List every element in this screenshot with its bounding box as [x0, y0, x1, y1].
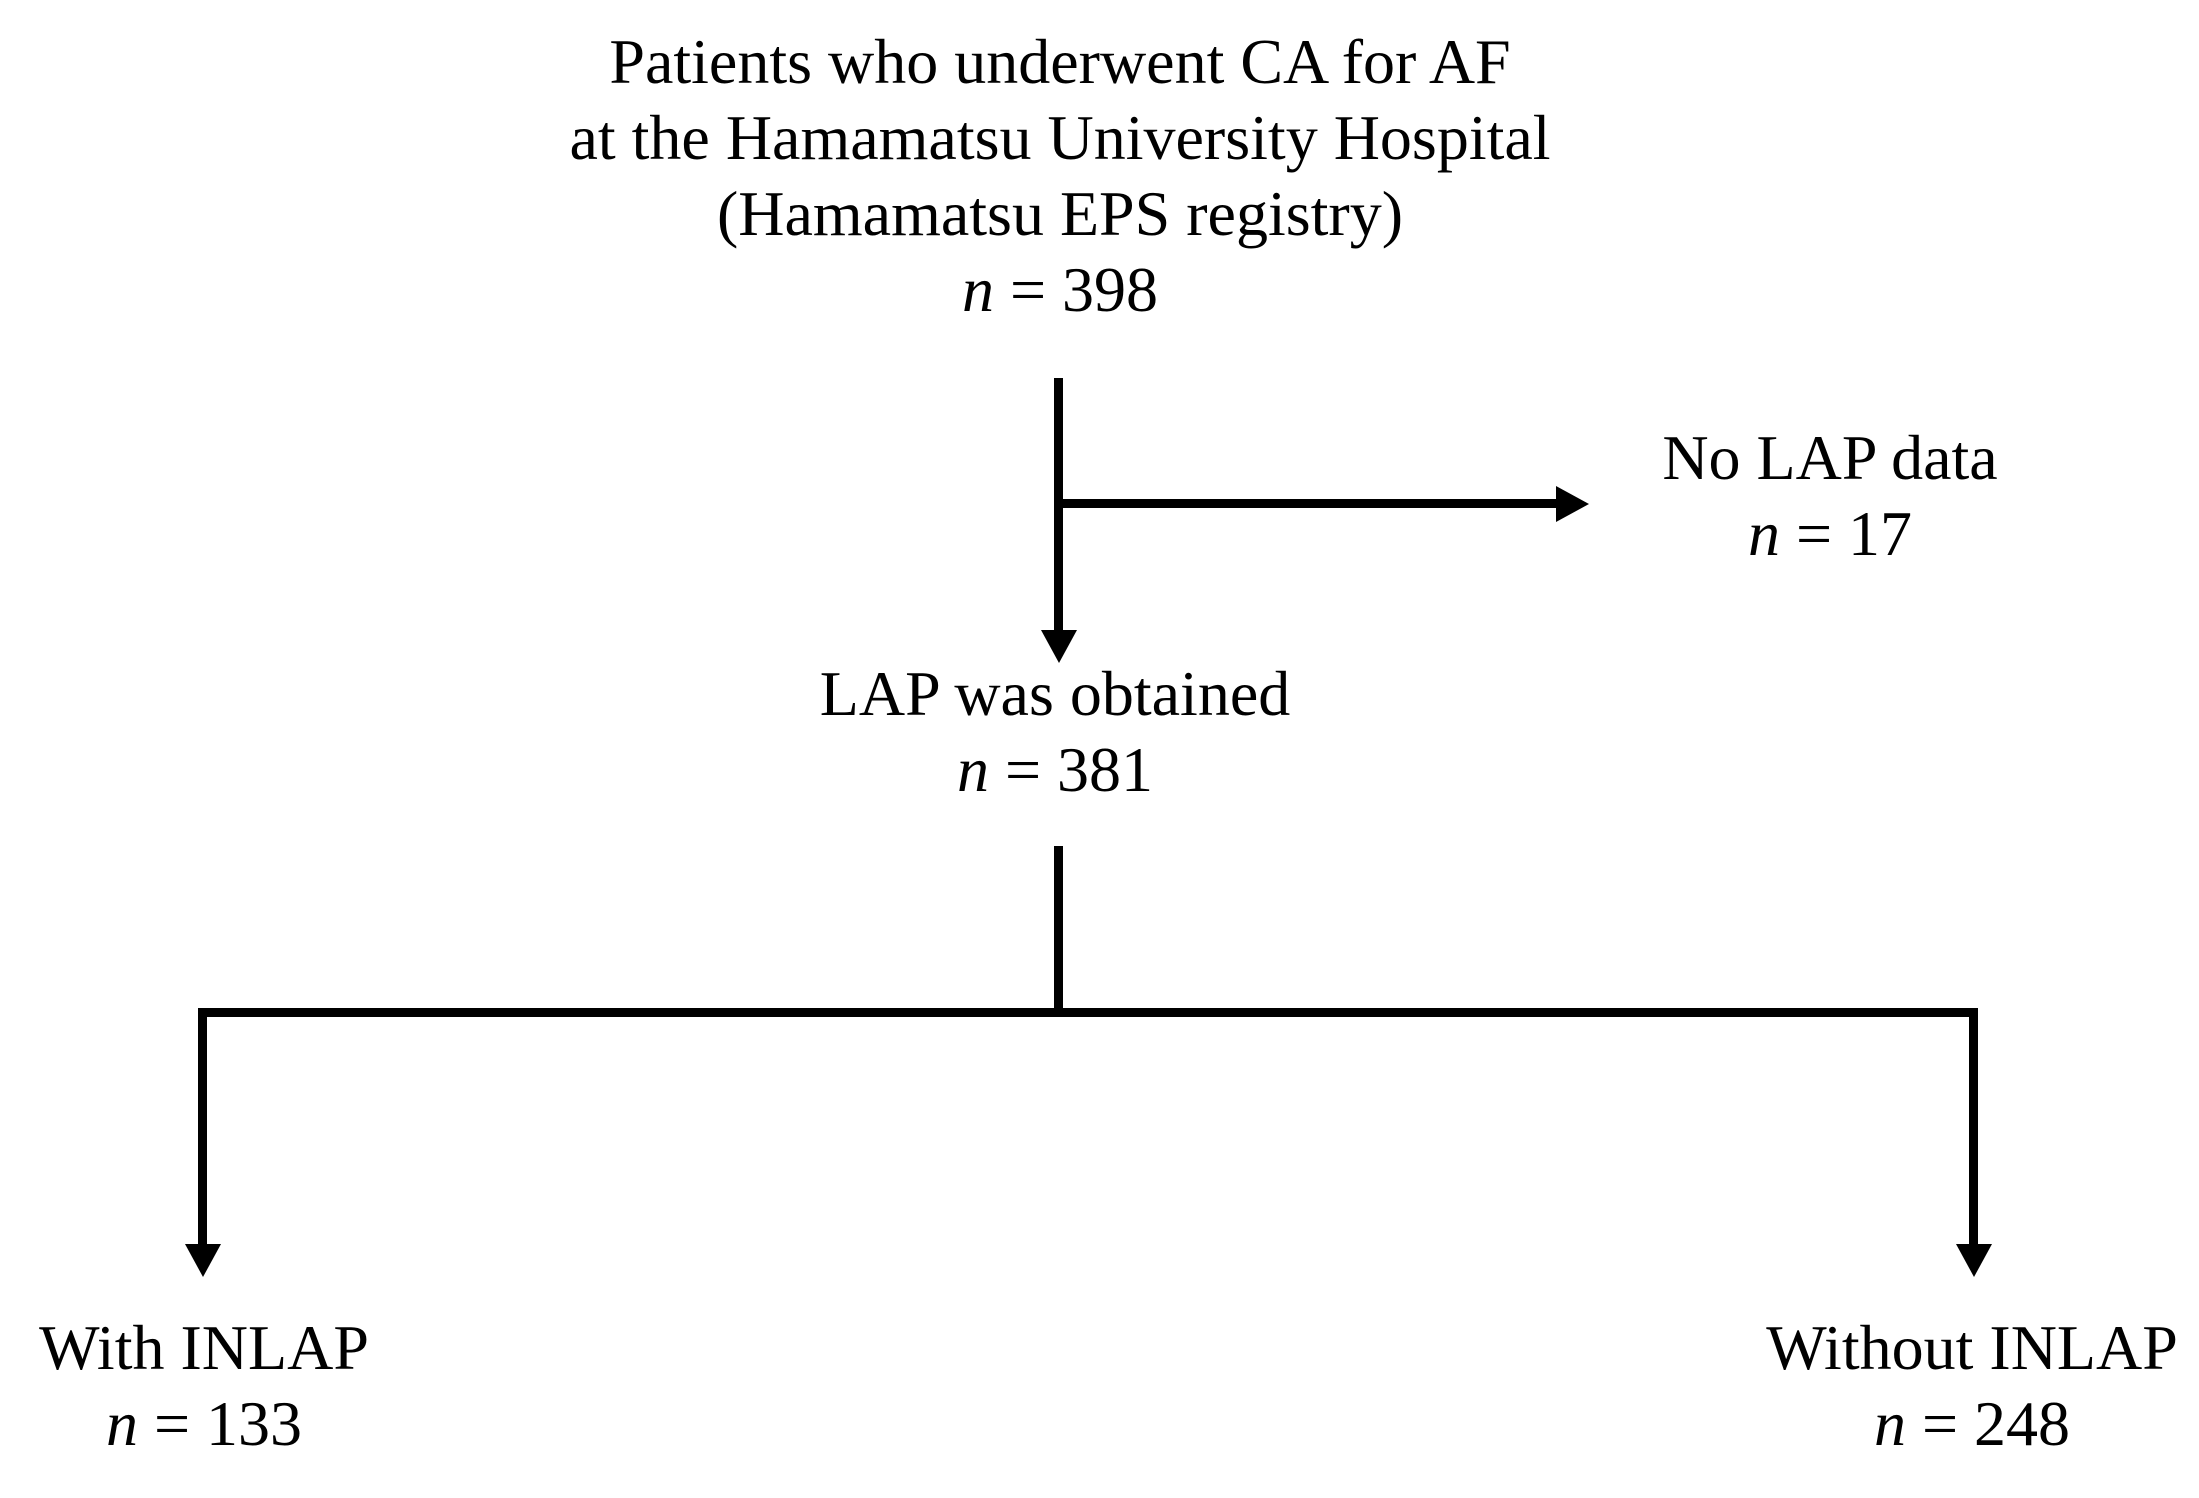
- n-symbol: n: [961, 254, 994, 325]
- node-obtained-line-1: LAP was obtained: [819, 658, 1291, 729]
- n-symbol: n: [1873, 1388, 1906, 1459]
- edge-source-to-excluded-shaft: [1054, 499, 1556, 508]
- node-without-inlap-count: n = 248: [1766, 1386, 2178, 1462]
- node-excluded-no-lap-data: No LAP data n = 17: [1662, 420, 1997, 572]
- arrowhead-down-icon: [1041, 630, 1077, 663]
- n-value: = 133: [137, 1388, 303, 1459]
- node-with-inlap: With INLAP n = 133: [39, 1310, 369, 1462]
- n-value: = 248: [1905, 1388, 2071, 1459]
- arrowhead-right-icon: [1556, 486, 1589, 522]
- node-source-count: n = 398: [569, 252, 1550, 328]
- edge-split-to-without-inlap-shaft: [1969, 1008, 1978, 1248]
- node-excluded-count: n = 17: [1662, 496, 1997, 572]
- node-source-line-1: Patients who underwent CA for AF: [609, 26, 1511, 97]
- node-source-line-3: (Hamamatsu EPS registry): [716, 178, 1404, 249]
- n-value: = 398: [993, 254, 1159, 325]
- split-bar: [198, 1008, 1978, 1017]
- n-value: = 17: [1779, 498, 1913, 569]
- node-lap-obtained: LAP was obtained n = 381: [820, 656, 1290, 808]
- node-source-cohort: Patients who underwent CA for AF at the …: [569, 24, 1550, 328]
- node-obtained-count: n = 381: [820, 732, 1290, 808]
- node-with-inlap-line-1: With INLAP: [39, 1312, 369, 1383]
- node-excluded-line-1: No LAP data: [1662, 422, 1998, 493]
- node-source-line-2: at the Hamamatsu University Hospital: [569, 102, 1551, 173]
- n-symbol: n: [105, 1388, 138, 1459]
- node-without-inlap-line-1: Without INLAP: [1766, 1312, 2178, 1383]
- n-symbol: n: [1747, 498, 1780, 569]
- edge-obtained-to-split-shaft: [1054, 846, 1063, 1010]
- arrowhead-down-icon: [1956, 1244, 1992, 1277]
- edge-split-to-with-inlap-shaft: [198, 1008, 207, 1248]
- node-with-inlap-count: n = 133: [39, 1386, 369, 1462]
- n-symbol: n: [956, 734, 989, 805]
- node-without-inlap: Without INLAP n = 248: [1766, 1310, 2178, 1462]
- n-value: = 381: [988, 734, 1154, 805]
- arrowhead-down-icon: [185, 1244, 221, 1277]
